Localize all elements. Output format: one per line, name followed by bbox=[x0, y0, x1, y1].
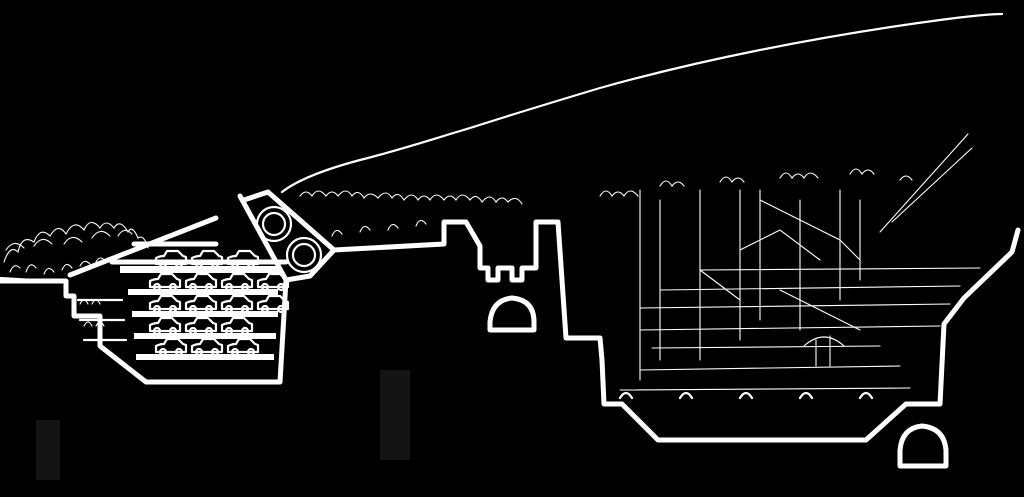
car-level-3-3 bbox=[220, 294, 254, 311]
parking-slab-level-1 bbox=[120, 266, 280, 273]
parking-slab-level-4 bbox=[134, 333, 276, 339]
car-wheel bbox=[188, 304, 198, 314]
parking-structure bbox=[0, 193, 289, 385]
car-wheel bbox=[204, 304, 214, 314]
soil-texture bbox=[36, 370, 410, 480]
vegetation-right bbox=[299, 133, 973, 237]
car-wheel bbox=[158, 259, 168, 269]
car-wheel bbox=[230, 347, 240, 357]
car-wheel bbox=[210, 259, 220, 269]
tube-upper bbox=[255, 205, 293, 243]
car-wheel bbox=[240, 282, 250, 292]
parked-cars bbox=[148, 249, 290, 357]
tunnel-arch-left bbox=[487, 295, 537, 333]
parking-slab-level-2 bbox=[128, 289, 278, 295]
car-wheel bbox=[188, 282, 198, 292]
car-wheel bbox=[224, 304, 234, 314]
car-wheel bbox=[204, 282, 214, 292]
car-wheel bbox=[194, 347, 204, 357]
car-wheel bbox=[224, 282, 234, 292]
car-wheel bbox=[152, 326, 162, 336]
car-level-2-2 bbox=[184, 272, 218, 289]
car-level-4-2 bbox=[184, 316, 218, 333]
car-wheel bbox=[210, 347, 220, 357]
car-wheel bbox=[246, 259, 256, 269]
car-wheel bbox=[152, 282, 162, 292]
cut-profile-wall bbox=[331, 219, 1021, 443]
car-level-2-1 bbox=[148, 272, 182, 289]
excavated-hall bbox=[331, 189, 1021, 443]
car-level-4-1 bbox=[148, 316, 182, 333]
car-wheel bbox=[188, 326, 198, 336]
car-level-5-3 bbox=[226, 337, 260, 354]
car-wheel bbox=[276, 282, 286, 292]
car-wheel bbox=[152, 304, 162, 314]
car-wheel bbox=[240, 326, 250, 336]
parking-outer-wall bbox=[0, 193, 289, 385]
car-wheel bbox=[158, 347, 168, 357]
car-wheel bbox=[194, 259, 204, 269]
car-wheel bbox=[276, 304, 286, 314]
car-level-1-3 bbox=[226, 249, 260, 266]
car-level-3-2 bbox=[184, 294, 218, 311]
car-wheel bbox=[168, 304, 178, 314]
parking-slab-level-5 bbox=[136, 354, 274, 360]
car-level-4-3 bbox=[220, 316, 254, 333]
car-wheel bbox=[204, 326, 214, 336]
car-wheel bbox=[174, 347, 184, 357]
car-wheel bbox=[168, 282, 178, 292]
car-wheel bbox=[224, 326, 234, 336]
car-wheel bbox=[260, 282, 270, 292]
car-wheel bbox=[168, 326, 178, 336]
car-level-5-1 bbox=[154, 337, 188, 354]
car-level-3-1 bbox=[148, 294, 182, 311]
car-wheel bbox=[240, 304, 250, 314]
car-level-1-1 bbox=[154, 249, 188, 266]
car-level-1-2 bbox=[190, 249, 224, 266]
parking-slab-level-3 bbox=[132, 311, 278, 317]
terrain-surface-line bbox=[280, 12, 1004, 194]
car-level-5-2 bbox=[190, 337, 224, 354]
tube-lower bbox=[285, 236, 323, 274]
car-wheel bbox=[246, 347, 256, 357]
tunnel-arch-right bbox=[897, 423, 949, 469]
car-level-3-4 bbox=[256, 294, 290, 311]
car-wheel bbox=[230, 259, 240, 269]
car-level-2-3 bbox=[220, 272, 254, 289]
car-wheel bbox=[260, 304, 270, 314]
car-wheel bbox=[174, 259, 184, 269]
